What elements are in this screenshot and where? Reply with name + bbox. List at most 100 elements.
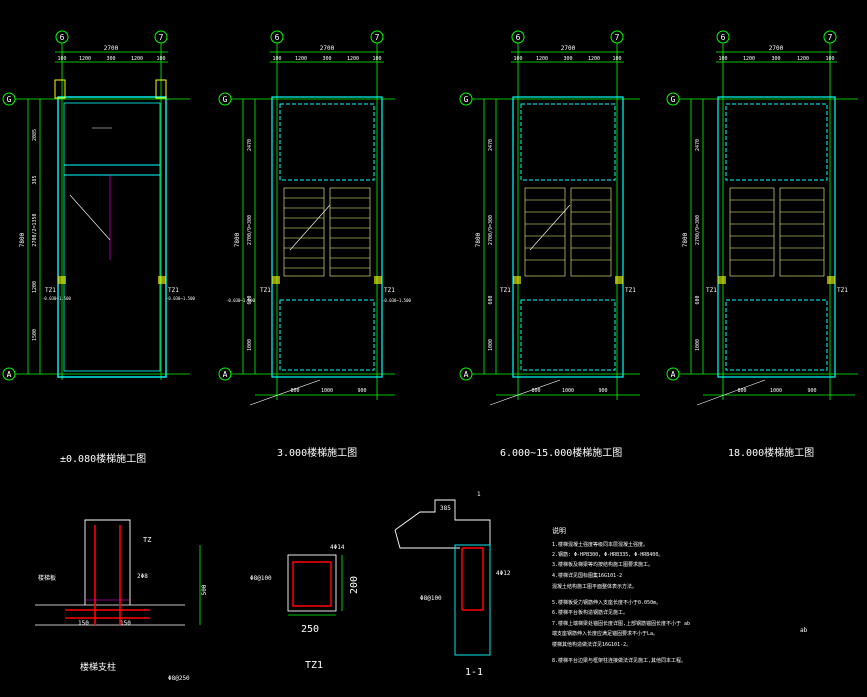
svg-text:3.000楼梯施工图: 3.000楼梯施工图 — [277, 446, 357, 459]
svg-text:2470: 2470 — [488, 139, 494, 151]
plan-3000: 6 7 2700 100 1200 300 1200 100 G A 7800 … — [218, 30, 411, 459]
svg-text:7.楼梯上端梯梁处锚固长度详图,上部钢筋锚固长度不小于 ab: 7.楼梯上端梯梁处锚固长度详图,上部钢筋锚固长度不小于 ab — [552, 620, 690, 627]
svg-text:1: 1 — [477, 491, 481, 498]
svg-text:200: 200 — [349, 576, 360, 594]
svg-text:1000: 1000 — [488, 339, 494, 351]
svg-text:4Φ12: 4Φ12 — [496, 570, 511, 577]
svg-text:A: A — [223, 370, 228, 379]
detail-stair-column-base: 500 150 150 TZ 2Φ8 楼梯板 Φ8@250 楼梯支柱 — [35, 519, 208, 682]
svg-text:2470: 2470 — [247, 139, 253, 151]
svg-text:1000: 1000 — [247, 339, 253, 351]
dim-top-total: 2700 — [104, 45, 119, 52]
plan-6000-15000: 6 7 2700 100 1200 300 1200 100 G A 7800 … — [459, 30, 640, 459]
svg-text:1200: 1200 — [79, 56, 91, 62]
svg-text:100: 100 — [825, 56, 834, 62]
svg-text:楼梯支柱: 楼梯支柱 — [80, 661, 116, 673]
svg-text:900: 900 — [807, 388, 816, 394]
svg-text:1000: 1000 — [321, 388, 333, 394]
svg-text:4.楼梯详见国标图集16G101-2: 4.楼梯详见国标图集16G101-2 — [552, 572, 622, 579]
svg-text:7800: 7800 — [682, 232, 689, 247]
svg-text:100: 100 — [612, 56, 621, 62]
svg-text:Φ8@100: Φ8@100 — [420, 595, 442, 602]
svg-text:1200: 1200 — [131, 56, 143, 62]
svg-text:385: 385 — [440, 505, 451, 512]
svg-text:1200: 1200 — [347, 56, 359, 62]
svg-text:5.楼梯板受力钢筋伸入支座长度不小于0.050m。: 5.楼梯板受力钢筋伸入支座长度不小于0.050m。 — [552, 599, 661, 606]
svg-text:2Φ8: 2Φ8 — [137, 573, 148, 580]
svg-text:300: 300 — [563, 56, 572, 62]
svg-text:A: A — [464, 370, 469, 379]
svg-text:800: 800 — [531, 388, 540, 394]
svg-text:Φ8@250: Φ8@250 — [168, 675, 190, 682]
dim-left-total: 7800 — [19, 232, 26, 247]
svg-text:7800: 7800 — [475, 232, 482, 247]
svg-text:2700/9=300: 2700/9=300 — [488, 215, 494, 245]
svg-text:600: 600 — [695, 295, 701, 304]
svg-text:端支座钢筋伸入长度应满足锚固要求不小于La。: 端支座钢筋伸入长度应满足锚固要求不小于La。 — [552, 630, 658, 637]
svg-text:600: 600 — [247, 295, 253, 304]
svg-text:1500: 1500 — [32, 329, 38, 341]
svg-text:300: 300 — [106, 56, 115, 62]
svg-text:Φ8@100: Φ8@100 — [250, 575, 272, 582]
svg-text:150: 150 — [78, 620, 89, 627]
svg-text:385: 385 — [32, 175, 38, 184]
svg-text:TZ1: TZ1 — [500, 287, 511, 294]
stair-treads-3000 — [283, 187, 371, 277]
svg-text:2700: 2700 — [561, 45, 576, 52]
svg-text:800: 800 — [290, 388, 299, 394]
design-notes: 说明 1.楼梯混凝土强度等级同本层混凝土强度。 2.钢筋: Φ-HPB300, … — [552, 526, 808, 664]
svg-text:7: 7 — [375, 33, 380, 42]
svg-text:-0.030~1.500: -0.030~1.500 — [226, 298, 255, 303]
svg-text:TZ1: TZ1 — [260, 287, 271, 294]
notes-ab-mark: ab — [800, 627, 808, 634]
detail-tz1-section: 250 200 4Φ14 Φ8@100 TZ1 — [250, 544, 360, 671]
svg-text:150: 150 — [120, 620, 131, 627]
svg-text:100: 100 — [372, 56, 381, 62]
axis-label-top-left: 6 — [60, 33, 65, 42]
svg-text:1200: 1200 — [536, 56, 548, 62]
svg-text:G: G — [464, 95, 469, 104]
svg-text:2470: 2470 — [695, 139, 701, 151]
svg-text:100: 100 — [513, 56, 522, 62]
svg-text:7: 7 — [615, 33, 620, 42]
svg-text:6: 6 — [516, 33, 521, 42]
svg-text:1000: 1000 — [770, 388, 782, 394]
svg-text:100: 100 — [272, 56, 281, 62]
svg-text:1200: 1200 — [797, 56, 809, 62]
svg-text:混凝土结构施工图平面整体表示方法。: 混凝土结构施工图平面整体表示方法。 — [552, 583, 637, 590]
svg-text:250: 250 — [301, 624, 319, 635]
svg-text:18.000楼梯施工图: 18.000楼梯施工图 — [728, 446, 814, 459]
svg-text:楼梯板: 楼梯板 — [38, 574, 56, 582]
axis-label-G: G — [7, 95, 12, 104]
svg-text:G: G — [671, 95, 676, 104]
svg-text:TZ1: TZ1 — [305, 660, 323, 671]
plan-18000: 6 7 2700 100 1200 300 1200 100 G A 7800 … — [666, 30, 858, 459]
svg-text:6.楼梯平台板构造钢筋详见施工。: 6.楼梯平台板构造钢筋详见施工。 — [552, 609, 628, 616]
svg-text:2700: 2700 — [320, 45, 335, 52]
notes-heading: 说明 — [552, 526, 566, 535]
tz-label-right: TZ1 — [168, 287, 179, 294]
svg-text:500: 500 — [201, 584, 208, 595]
svg-text:3.楼梯板及梯梁等均按结构施工图要求施工。: 3.楼梯板及梯梁等均按结构施工图要求施工。 — [552, 561, 653, 568]
svg-text:2.钢筋: Φ-HPB300, Φ-HRB335, Φ-HR: 2.钢筋: Φ-HPB300, Φ-HRB335, Φ-HRB400。 — [552, 551, 663, 558]
detail-section-1-1: 385 1 4Φ12 Φ8@100 1-1 — [394, 491, 511, 678]
svg-text:4Φ14: 4Φ14 — [330, 544, 345, 551]
svg-text:100: 100 — [718, 56, 727, 62]
svg-text:300: 300 — [322, 56, 331, 62]
svg-text:300: 300 — [771, 56, 780, 62]
svg-text:1200: 1200 — [32, 281, 38, 293]
svg-text:1000: 1000 — [562, 388, 574, 394]
axis-label-A: A — [7, 370, 12, 379]
plan-ground-floor: 6 7 2700 100 1200 300 1200 100 G A 7800 … — [2, 30, 195, 465]
svg-text:800: 800 — [737, 388, 746, 394]
svg-text:1-1: 1-1 — [465, 667, 483, 678]
svg-text:1200: 1200 — [588, 56, 600, 62]
svg-text:-0.030~1.500: -0.030~1.500 — [42, 296, 71, 301]
svg-text:2700/2=1350: 2700/2=1350 — [32, 213, 38, 246]
svg-text:1200: 1200 — [743, 56, 755, 62]
svg-text:100: 100 — [156, 56, 165, 62]
svg-text:6: 6 — [275, 33, 280, 42]
svg-text:6.000~15.000楼梯施工图: 6.000~15.000楼梯施工图 — [500, 446, 622, 459]
svg-text:2700/9=300: 2700/9=300 — [695, 215, 701, 245]
